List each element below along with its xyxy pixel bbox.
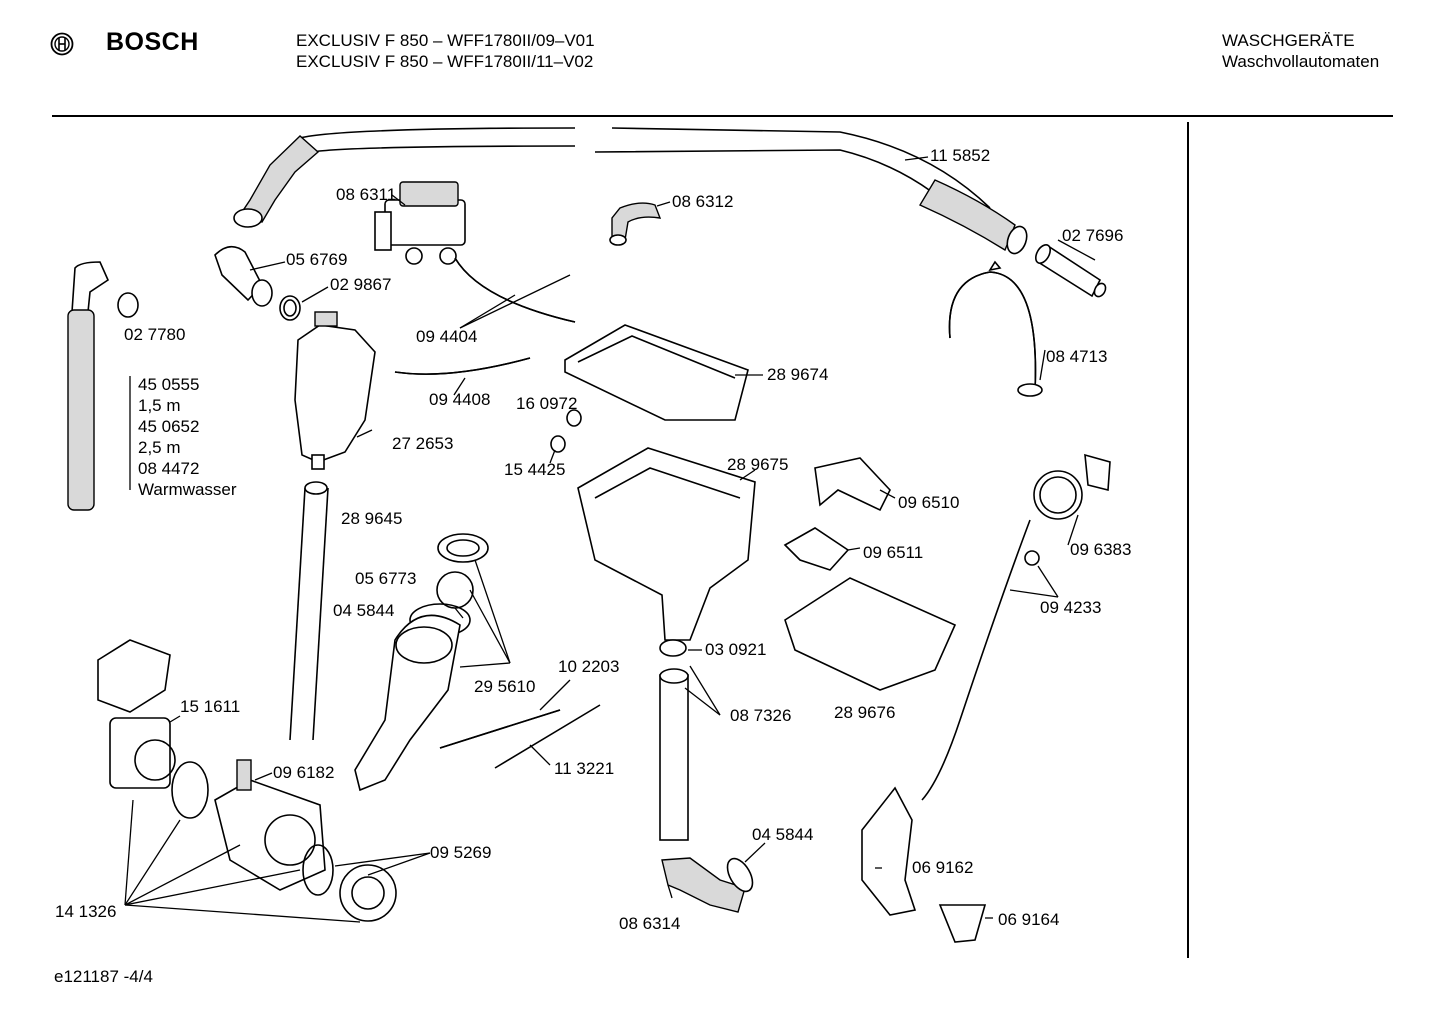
tube-027696 <box>1034 244 1107 298</box>
elbow-hose-086312 <box>609 202 662 246</box>
bracket-069162 <box>861 786 917 916</box>
part-label: Warmwasser <box>138 480 237 499</box>
part-label: 14 1326 <box>55 902 117 921</box>
part-label: 08 6312 <box>672 192 734 211</box>
part-label: 04 5844 <box>333 601 395 620</box>
part-label: 28 9676 <box>834 703 896 722</box>
part-label: 09 6511 <box>863 543 924 562</box>
detergent-tub-289675 <box>577 447 756 641</box>
hose-094404 <box>454 257 576 323</box>
valve-086311 <box>374 181 466 265</box>
part-label: 28 9645 <box>341 509 403 528</box>
part-label: 04 5844 <box>752 825 814 844</box>
part-label: 08 7326 <box>730 706 792 725</box>
part-label: 02 7780 <box>124 325 186 344</box>
part-label: 09 4408 <box>429 390 491 409</box>
part-label: 10 2203 <box>558 657 620 676</box>
supply-hose-115852 <box>233 127 1028 255</box>
part-label: 27 2653 <box>392 434 454 453</box>
elbow-086314 <box>661 857 754 913</box>
drawer-289676 <box>784 577 957 691</box>
part-label: 45 0555 <box>138 375 200 394</box>
part-label: 09 6383 <box>1070 540 1132 559</box>
elbow-056769 <box>214 245 273 307</box>
cap-154425 <box>550 435 566 453</box>
tray-289674 <box>564 324 749 421</box>
part-label: 15 1611 <box>180 697 241 716</box>
part-label: 09 4404 <box>416 327 478 346</box>
bosch-logo-icon <box>50 32 74 56</box>
part-096510 <box>814 457 891 512</box>
part-label: 2,5 m <box>138 438 181 457</box>
pipe-289645 <box>289 481 329 741</box>
part-label: 15 4425 <box>504 460 566 479</box>
part-label: 09 6182 <box>273 763 335 782</box>
leader-lines <box>124 156 1096 923</box>
part-label: 11 3221 <box>554 759 615 778</box>
brand-name: BOSCH <box>106 28 199 56</box>
part-label: 05 6773 <box>355 569 417 588</box>
part-label: 1,5 m <box>138 396 181 415</box>
clamp-084713 <box>948 260 1043 397</box>
part-label: 08 4713 <box>1046 347 1108 366</box>
part-label: 09 6510 <box>898 493 960 512</box>
container-272653 <box>294 311 376 470</box>
hose-094233 <box>921 519 1031 801</box>
pump-151611 <box>97 639 397 922</box>
part-label: 11 5852 <box>930 146 991 165</box>
part-label: 28 9675 <box>727 455 789 474</box>
part-label: 16 0972 <box>516 394 578 413</box>
part-096511 <box>783 527 850 571</box>
part-label: 03 0921 <box>705 640 767 659</box>
part-label: 08 4472 <box>138 459 200 478</box>
part-label: 09 4233 <box>1040 598 1102 617</box>
drain-pipe-087326 <box>659 639 689 841</box>
part-label: 06 9164 <box>998 910 1060 929</box>
part-label: 08 6314 <box>619 914 681 933</box>
category-title: WASCHGERÄTE <box>1222 31 1355 50</box>
cap-160972 <box>566 409 582 427</box>
part-label: 02 7696 <box>1062 226 1124 245</box>
rod-113221 <box>494 704 601 769</box>
model-line-2: EXCLUSIV F 850 – WFF1780II/11–V02 <box>296 52 594 71</box>
page-reference: e121187 -4/4 <box>54 967 153 986</box>
drain-hose-450555 <box>67 261 139 511</box>
part-label: 09 5269 <box>430 843 492 862</box>
part-label: 06 9162 <box>912 858 974 877</box>
part-label: 45 0652 <box>138 417 200 436</box>
bellows-295610 <box>354 533 489 792</box>
part-label: 29 5610 <box>474 677 536 696</box>
part-label: 08 6311 <box>336 185 397 204</box>
part-label: 28 9674 <box>767 365 829 384</box>
part-label: 02 9867 <box>330 275 392 294</box>
part-069164 <box>938 904 987 943</box>
model-line-1: EXCLUSIV F 850 – WFF1780II/09–V01 <box>296 31 595 50</box>
part-label: 05 6769 <box>286 250 348 269</box>
pressure-switch-096383 <box>1033 453 1111 520</box>
category-subtitle: Waschvollautomaten <box>1222 52 1380 71</box>
